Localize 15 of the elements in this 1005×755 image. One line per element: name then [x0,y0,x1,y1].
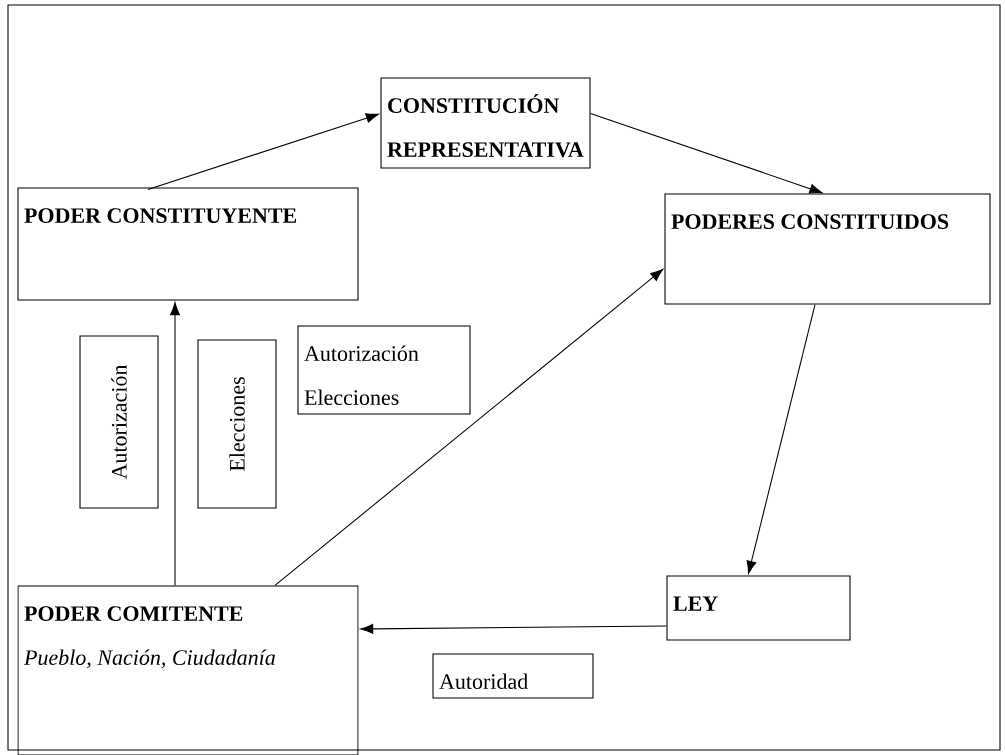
arrow [170,302,180,586]
arrow [147,113,379,190]
concept-box: PODER COMITENTE Pueblo, Nación, Ciudadanía [17,585,359,755]
arrow [746,304,816,574]
arrow [590,112,823,194]
label-box: Elecciones [197,339,277,509]
concept-box: LEY [666,575,851,641]
label-box: Autorización Elecciones [297,325,471,415]
label-box: Autoridad [432,653,594,699]
concept-box: CONSTITUCIÓN REPRESENTATIVA [380,77,591,169]
concept-box: PODER CONSTITUYENTE [17,187,359,301]
concept-box: PODERES CONSTITUIDOS [664,193,991,305]
arrow [274,268,664,586]
label-box: Autorización [79,335,159,509]
arrow [360,623,667,634]
